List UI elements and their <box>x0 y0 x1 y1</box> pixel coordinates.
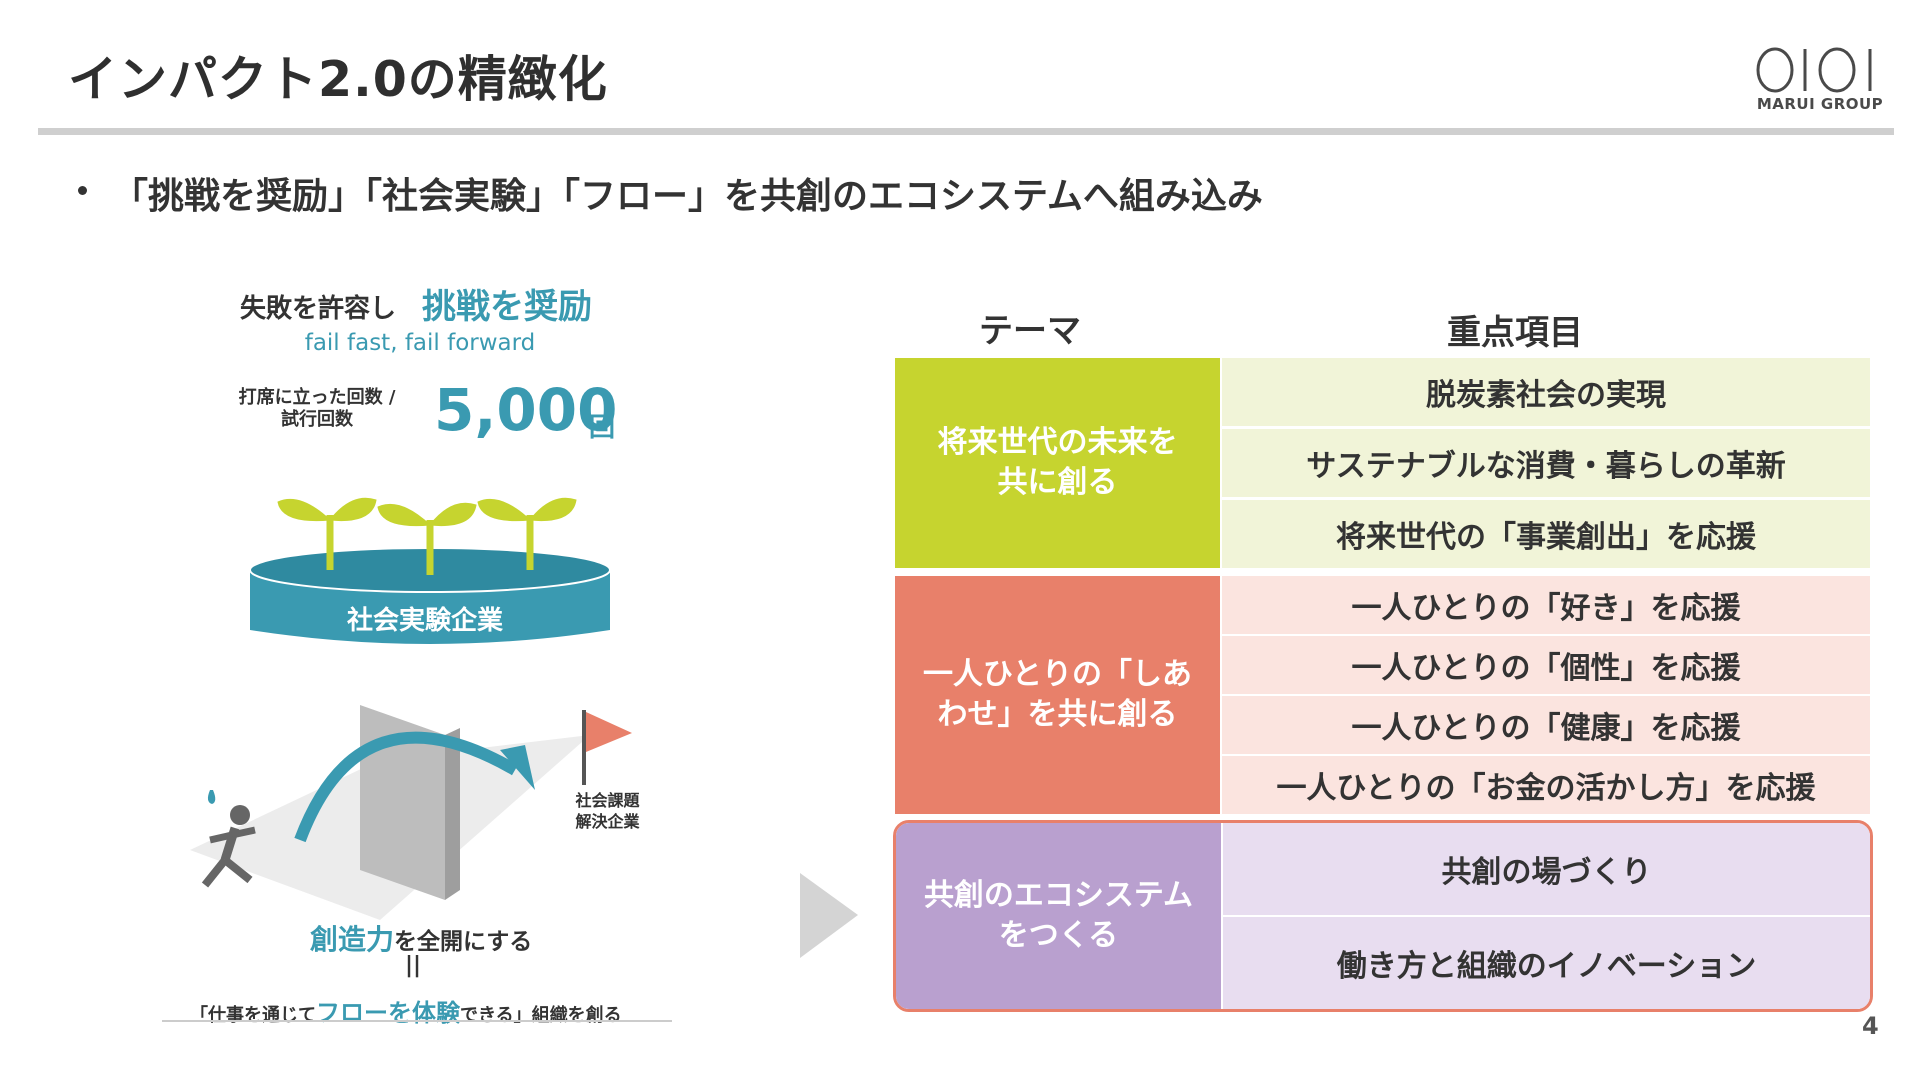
focus-item: 一人ひとりの「お金の活かし方」を応援 <box>1222 756 1870 814</box>
page-number: 4 <box>1862 1012 1879 1040</box>
oioi-logo-icon <box>1756 47 1872 93</box>
logo-caption: MARUI GROUP <box>1756 95 1884 113</box>
theme-line: 将来世代の未来を <box>937 425 1178 460</box>
focus-item: 将来世代の「事業創出」を応援 <box>1222 500 1870 568</box>
focus-item: 脱炭素社会の実現 <box>1222 358 1870 426</box>
left-subheading: fail fast, fail forward <box>304 330 536 356</box>
sprouts-tub-illustration <box>249 497 611 644</box>
tub-label: 社会実験企業 <box>346 606 503 636</box>
left-heading-plain: 失敗を許容し <box>240 294 397 324</box>
bottom-statement-1-emphasis: 創造力 <box>310 923 395 956</box>
bottom-statement-2-emphasis: フローを体験 <box>316 999 460 1027</box>
count-label-line1: 打席に立った回数 / <box>238 387 396 408</box>
bottom-underline <box>162 1020 672 1022</box>
equals-marker: || <box>405 953 422 978</box>
count-unit: 回 <box>589 413 616 443</box>
count-label-line2: 試行回数 <box>281 409 353 430</box>
ecosystem-group-highlight: 共創のエコシステム をつくる 共創の場づくり 働き方と組織のイノベーション <box>893 820 1873 1012</box>
focus-item: 一人ひとりの「個性」を応援 <box>1222 636 1870 694</box>
left-heading-emphasis: 挑戦を奨励 <box>422 287 592 327</box>
bottom-statement-2-post: できる」組織を創る <box>460 1005 622 1026</box>
play-arrow-icon <box>800 873 858 958</box>
count-label: 打席に立った回数 / 試行回数 <box>222 387 412 431</box>
theme-cell-ecosystem: 共創のエコシステム をつくる <box>896 823 1221 1009</box>
theme-line: わせ」を共に創る <box>937 697 1178 732</box>
bottom-statement-2: 「仕事を通じてフローを体験できる」組織を創る <box>190 993 622 1028</box>
flag-label-line1: 社会課題 <box>575 791 640 810</box>
focus-item: サステナブルな消費・暮らしの革新 <box>1222 429 1870 497</box>
count-value: 5,000 <box>434 376 618 444</box>
bottom-statement-2-pre: 「仕事を通じて <box>190 1005 316 1026</box>
table-header-theme: テーマ <box>979 311 1081 351</box>
flag-label: 社会課題 解決企業 <box>555 790 660 832</box>
theme-line: 共に創る <box>997 465 1118 500</box>
flag-label-line2: 解決企業 <box>575 812 640 831</box>
bottom-statement-1-rest: を全開にする <box>394 929 533 955</box>
runner-jump-illustration <box>190 705 632 920</box>
table-header-focus: 重点項目 <box>1447 313 1583 353</box>
focus-item: 働き方と組織のイノベーション <box>1223 917 1870 1009</box>
header-divider <box>38 128 1894 135</box>
theme-line: をつくる <box>998 918 1119 953</box>
theme-line: 一人ひとりの「しあ <box>922 657 1193 692</box>
bullet-marker <box>78 186 87 195</box>
theme-cell-individual-happiness: 一人ひとりの「しあ わせ」を共に創る <box>895 576 1220 814</box>
focus-item: 一人ひとりの「好き」を応援 <box>1222 576 1870 634</box>
page-title: インパクト2.0の精緻化 <box>68 51 608 108</box>
bottom-statement-1: 創造力を全開にする <box>310 918 532 958</box>
focus-item: 共創の場づくり <box>1223 823 1870 915</box>
bullet-text: 「挑戦を奨励」「社会実験」「フロー」を共創のエコシステムへ組み込み <box>112 176 1263 217</box>
theme-cell-future-generations: 将来世代の未来を 共に創る <box>895 358 1220 568</box>
focus-item: 一人ひとりの「健康」を応援 <box>1222 696 1870 754</box>
theme-line: 共創のエコシステム <box>923 878 1194 913</box>
